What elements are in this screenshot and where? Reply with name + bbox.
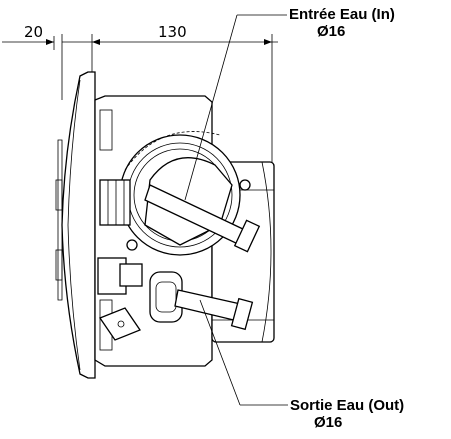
- inlet-diameter: Ø16: [317, 23, 346, 40]
- dimension-group: 20 130: [2, 23, 278, 165]
- front-flange: [55, 71, 96, 379]
- outlet-pipe: [149, 271, 254, 331]
- dimension-130: 130: [158, 23, 187, 41]
- outlet-title: Sortie Eau (Out): [290, 397, 405, 414]
- outlet-label: Sortie Eau (Out) Ø16: [290, 397, 404, 431]
- dimension-20: 20: [24, 23, 43, 41]
- outlet-diameter: Ø16: [314, 414, 343, 431]
- connector: [97, 257, 143, 341]
- inlet-pipe: [144, 184, 261, 253]
- inlet-label: Entrée Eau (In) Ø16: [289, 6, 395, 40]
- inlet-title: Entrée Eau (In): [289, 6, 395, 23]
- leader-lines: [184, 14, 288, 406]
